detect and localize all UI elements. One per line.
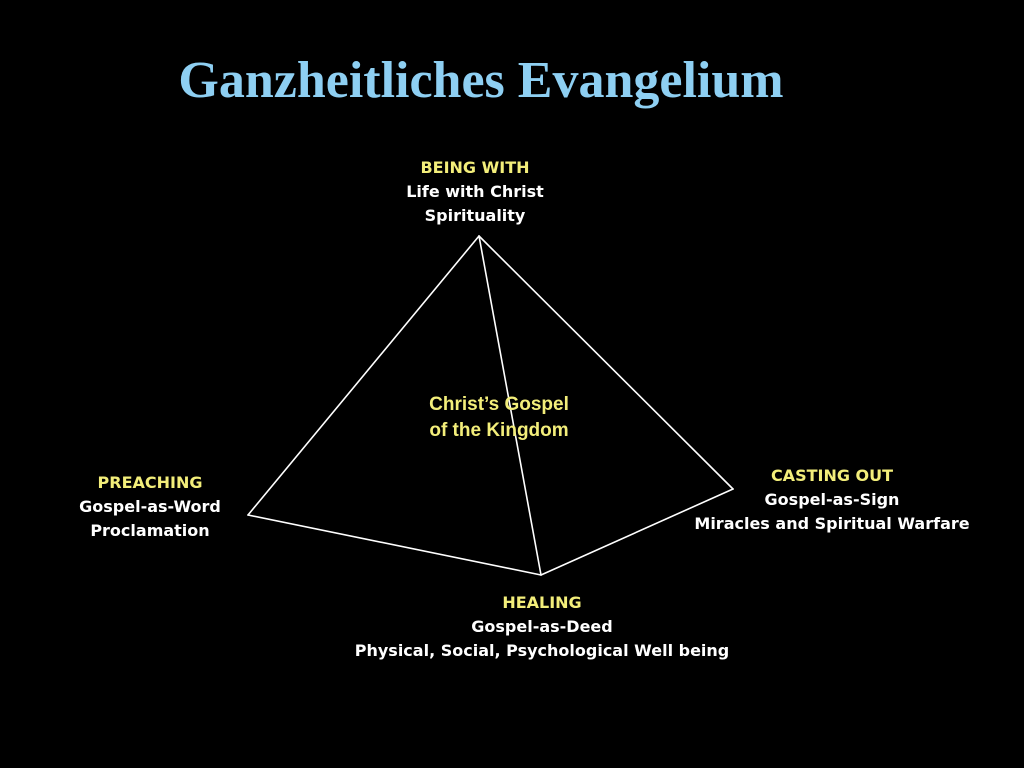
node-healing-heading: HEALING — [502, 593, 582, 612]
node-healing-line2: Physical, Social, Psychological Well bei… — [354, 641, 730, 660]
node-being-with: BEING WITH Life with Christ Spirituality — [380, 156, 570, 228]
node-being-with-line1: Life with Christ — [406, 182, 544, 201]
center-label-line1: Christ’s Gospel — [429, 394, 569, 415]
node-casting-out-line1: Gospel-as-Sign — [764, 490, 900, 509]
edge-bottom-right — [540, 488, 734, 576]
node-preaching-line2: Proclamation — [90, 521, 210, 540]
node-preaching: PREACHING Gospel-as-Word Proclamation — [50, 471, 250, 543]
node-casting-out-line2: Miracles and Spiritual Warfare — [694, 514, 970, 533]
node-being-with-line2: Spirituality — [424, 206, 526, 225]
edge-apex-left — [247, 235, 480, 516]
node-healing: HEALING Gospel-as-Deed Physical, Social,… — [330, 591, 754, 663]
node-being-with-heading: BEING WITH — [420, 158, 530, 177]
node-casting-out-heading: CASTING OUT — [770, 466, 894, 485]
edge-apex-right — [478, 235, 734, 490]
node-healing-line1: Gospel-as-Deed — [471, 617, 613, 636]
slide-title: Ganzheitliches Evangelium — [178, 52, 784, 109]
center-label: Christ’s Gospel of the Kingdom — [384, 392, 614, 444]
edge-apex-bottom — [478, 235, 542, 576]
node-preaching-heading: PREACHING — [97, 473, 203, 492]
node-preaching-line1: Gospel-as-Word — [79, 497, 221, 516]
center-label-line2: of the Kingdom — [429, 420, 569, 441]
edge-left-bottom — [247, 514, 542, 576]
node-casting-out: CASTING OUT Gospel-as-Sign Miracles and … — [672, 464, 992, 536]
